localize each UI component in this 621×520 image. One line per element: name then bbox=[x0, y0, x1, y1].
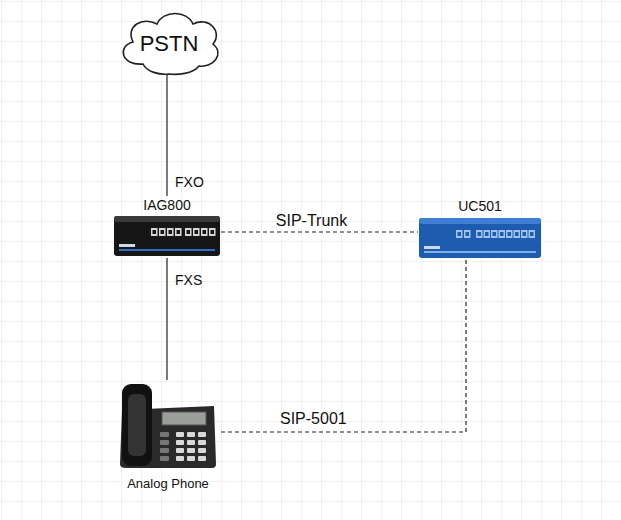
device-node: UC501 bbox=[418, 196, 542, 260]
phone-line bbox=[166, 70, 167, 196]
gateway-device bbox=[113, 214, 221, 258]
phone-node: Analog Phone bbox=[118, 380, 218, 492]
edge-label: SIP-5001 bbox=[280, 410, 347, 428]
node-label: IAG800 bbox=[113, 196, 221, 214]
analog-phone-picture bbox=[118, 380, 218, 470]
device-node: IAG800 bbox=[113, 196, 221, 258]
edge-label: SIP-Trunk bbox=[276, 212, 347, 230]
sip-link bbox=[218, 260, 466, 432]
edge-label: FXO bbox=[175, 174, 204, 190]
pbx-device bbox=[418, 216, 542, 260]
node-label: UC501 bbox=[418, 196, 542, 216]
node-label: PSTN bbox=[113, 8, 225, 78]
node-label: Analog Phone bbox=[118, 380, 218, 492]
sip-link bbox=[221, 231, 418, 232]
phone-line bbox=[166, 258, 167, 380]
network-cloud: PSTN bbox=[113, 8, 225, 76]
edge-label: FXS bbox=[175, 272, 202, 288]
